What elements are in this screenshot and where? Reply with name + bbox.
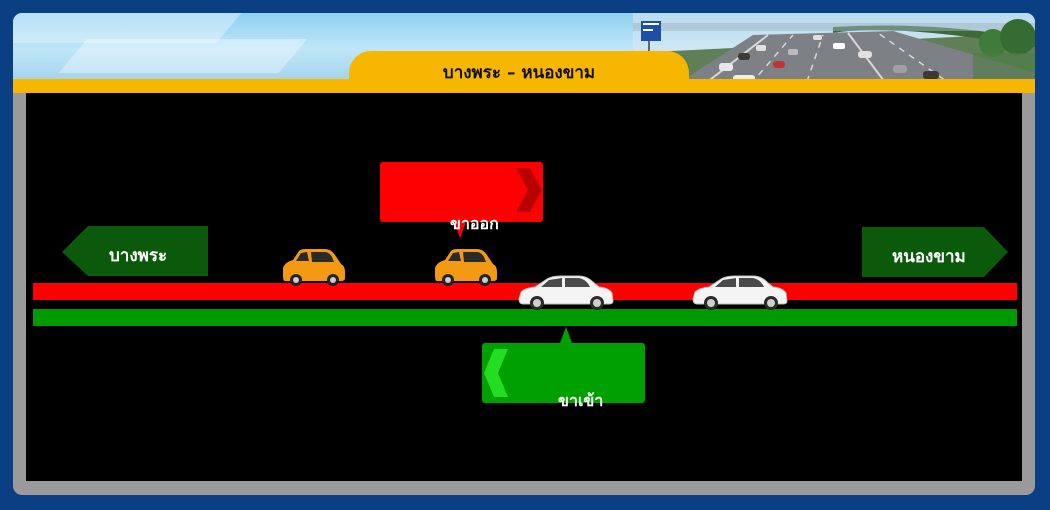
outbound-callout	[380, 162, 543, 238]
white-sedan-icon	[518, 275, 614, 310]
right-endpoint-sign	[862, 227, 1008, 277]
orange-hatchback-icon	[283, 249, 345, 286]
title-tab: บางพระ – หนองขาม	[349, 51, 689, 97]
orange-hatchback-icon	[435, 249, 497, 286]
left-endpoint-label: บางพระ	[109, 246, 168, 266]
left-endpoint-sign	[62, 226, 208, 276]
chevron-left-icon	[484, 349, 508, 397]
white-sedan-icon	[692, 275, 788, 310]
inbound-callout	[482, 327, 645, 403]
inbound-lane	[33, 309, 1017, 326]
map-frame: บางพระ – หนองขาม ขาออก ขาเข้า บางพระ หนอ…	[13, 13, 1035, 495]
chevron-right-icon	[516, 168, 542, 212]
right-endpoint-label: หนองขาม	[892, 247, 966, 267]
outbound-label: ขาออก	[450, 214, 499, 233]
page-title: บางพระ – หนองขาม	[442, 62, 596, 83]
inbound-label: ขาเข้า	[558, 391, 604, 410]
highway-photo	[633, 13, 1035, 93]
